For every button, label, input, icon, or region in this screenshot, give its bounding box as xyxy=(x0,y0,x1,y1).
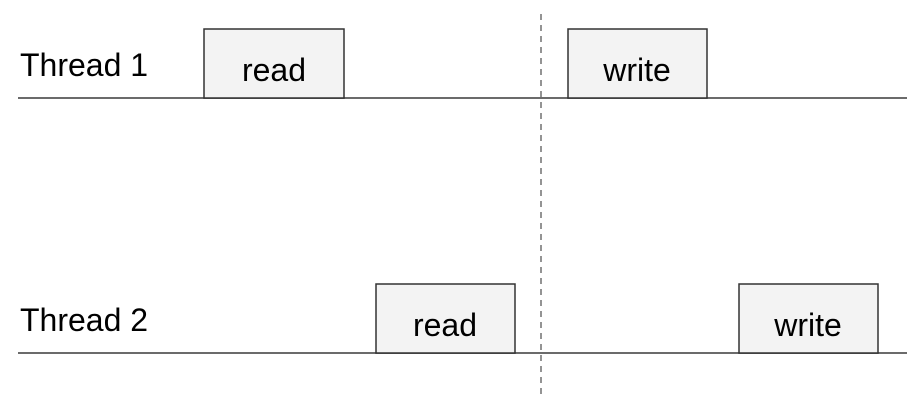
operation-label: read xyxy=(413,307,477,343)
thread-label: Thread 2 xyxy=(20,302,148,338)
thread-label: Thread 1 xyxy=(20,47,148,83)
operation-label: read xyxy=(242,52,306,88)
operation-label: write xyxy=(773,307,842,343)
operation-box-write: write xyxy=(738,283,879,354)
thread-row-1: Thread 1 read write xyxy=(18,28,907,99)
operation-box-read: read xyxy=(203,28,345,99)
operation-box-write: write xyxy=(567,28,708,99)
operation-box-read: read xyxy=(375,283,516,354)
thread-row-2: Thread 2 read write xyxy=(18,283,907,354)
operation-label: write xyxy=(602,52,671,88)
